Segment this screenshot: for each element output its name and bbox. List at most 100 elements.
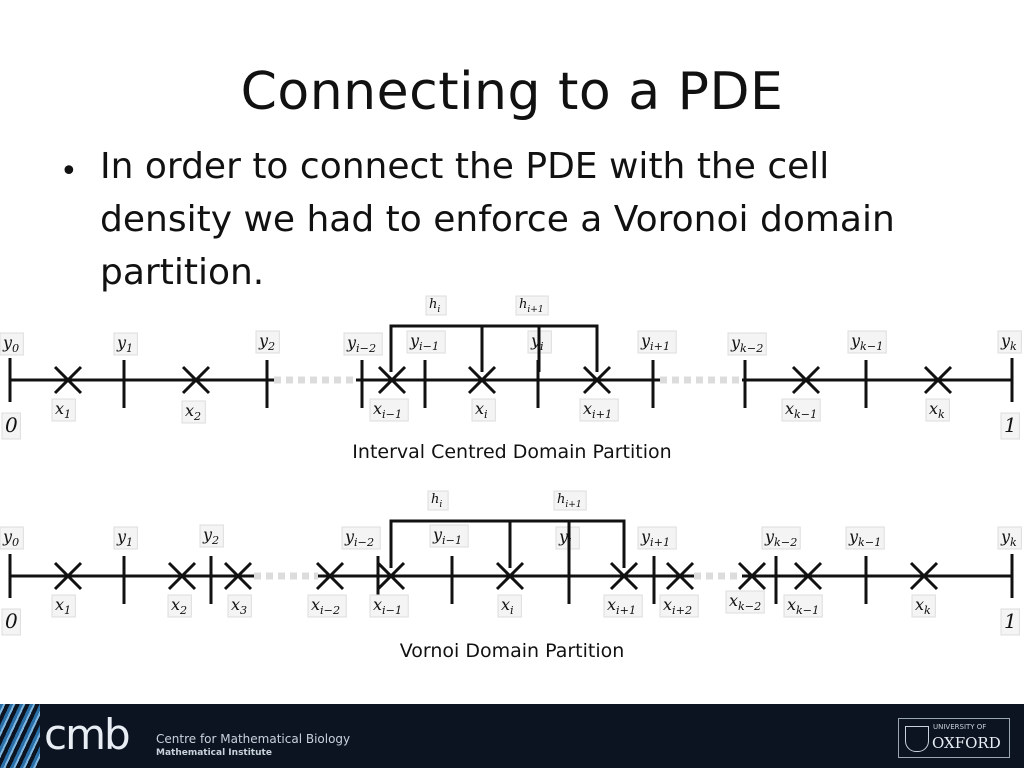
x-cross-5-b [495,561,525,591]
y-label-8: yk−1 [850,331,883,353]
y-label-4-bg [429,524,469,548]
cmb-logo: cmb [44,710,131,759]
x-label-7-bg [659,594,699,618]
x-label-2: xi−1 [373,399,402,421]
y-label-9-bg [997,330,1022,354]
y-label-2-bg [255,330,280,354]
left-end-label: 0 [5,413,18,437]
x-cross-10-b [909,561,939,591]
x-label-0: x1 [55,399,71,421]
x-cross-4-b [582,365,612,395]
bullet-text: In order to connect the PDE with the cel… [100,146,895,293]
y-label-3-bg [343,332,383,356]
y-label-4: yi−1 [409,331,439,353]
y-label-5: yi [530,331,544,353]
y-label-6: yi+1 [640,527,670,549]
y-label-1: y1 [116,333,133,355]
x-cross-7-b [665,561,695,591]
oxford-logo: UNIVERSITY OF OXFORD [898,718,1010,758]
x-label-1: x2 [185,401,201,423]
h-label-0: hi [431,492,442,510]
y-label-4-bg [406,330,446,354]
right-end-label: 1 [1004,413,1017,437]
y-label-3: yi−2 [346,333,376,355]
y-label-6: yi+1 [640,331,670,353]
y-label-1: y1 [116,527,133,549]
x-label-4-bg [369,594,409,618]
x-cross-0-b [53,365,83,395]
x-cross-0-b [53,561,83,591]
h-label-0-bg [425,295,447,316]
y-label-6-bg [637,330,677,354]
caption-interval-centred: Interval Centred Domain Partition [352,441,672,463]
x-label-8-bg [725,590,765,614]
x-label-6: xk [929,399,945,421]
y-label-0-bg [0,332,24,356]
x-label-3: xi [475,399,488,421]
y-label-9: yk [1000,331,1017,353]
x-label-3-bg [471,398,496,422]
x-cross-4-b [376,561,406,591]
y-label-2-bg [199,524,224,548]
x-cross-2-b [223,561,253,591]
x-label-0: x1 [55,595,71,617]
right-end-label-bg [1000,608,1020,636]
x-label-7: xi+2 [663,595,692,617]
x-label-8: xk−2 [729,591,761,613]
y-label-8-bg [847,330,887,354]
y-label-9-bg [997,526,1022,550]
x-label-4: xi+1 [583,399,612,421]
x-label-1-bg [167,594,192,618]
oxford-name: OXFORD [932,734,1001,752]
centre-name: Centre for Mathematical Biology [156,732,351,746]
y-label-8: yk−1 [848,527,881,549]
oxford-prefix: UNIVERSITY OF [933,723,987,731]
h-label-0-bg [427,490,449,511]
x-cross-3-b [315,561,345,591]
y-label-1-bg [113,332,138,356]
x-label-5-bg [781,398,821,422]
x-label-2-bg [227,594,252,618]
x-cross-1-b [167,561,197,591]
y-label-2: y2 [258,331,275,353]
x-cross-1-b [181,365,211,395]
x-cross-6-b [923,365,953,395]
y-label-7-bg [727,332,767,356]
y-label-9: yk [1000,527,1017,549]
x-label-4-bg [579,398,619,422]
y-label-3-bg [341,526,381,550]
interval-centred-diagram: 0 1 y0 y1 y2 yi−2 yi−1 yi yi+1 yk−2 yk−1 yk x1 x2 xi−1… [0,295,1022,440]
y-label-1-bg [113,526,138,550]
y-label-7: yk−2 [764,527,797,549]
x-label-10: xk [915,595,931,617]
x-label-3: xi−2 [311,595,340,617]
y-label-0-bg [0,526,24,550]
h-bracket-right-part-frame [508,519,626,568]
left-end-label-bg [1,412,21,440]
footer-bar: cmb Centre for Mathematical Biology Math… [0,704,1024,768]
x-label-1: x2 [171,595,187,617]
h-label-1: hi+1 [557,492,582,510]
x-label-6: xi+1 [607,595,636,617]
x-cross-9-b [793,561,823,591]
caption-voronoi: Vornoi Domain Partition [399,640,625,662]
y-label-7-bg [761,526,801,550]
footer-stripe-decoration [0,704,40,768]
y-label-8-bg [845,526,885,550]
x-label-0-bg [51,398,76,422]
voronoi-diagram: 01y0y1y2yi−2yi−1yiyi+1yk−2yk−1ykx1x2x3xi… [0,490,1022,636]
right-end-label-bg [1000,412,1020,440]
x-label-5: xi [501,595,514,617]
x-label-5-bg [497,594,522,618]
x-label-9-bg [783,594,823,618]
y-label-0: y0 [2,333,19,355]
x-cross-5-b [791,365,821,395]
x-label-1-bg [181,400,206,424]
x-label-9: xk−1 [787,595,819,617]
x-cross-8-b [737,561,767,591]
slide-title: Connecting to a PDE [240,62,784,122]
h-label-1: hi+1 [519,297,544,315]
x-label-10-bg [911,594,936,618]
y-label-7: yk−2 [730,333,763,355]
right-end-label: 1 [1004,609,1017,633]
